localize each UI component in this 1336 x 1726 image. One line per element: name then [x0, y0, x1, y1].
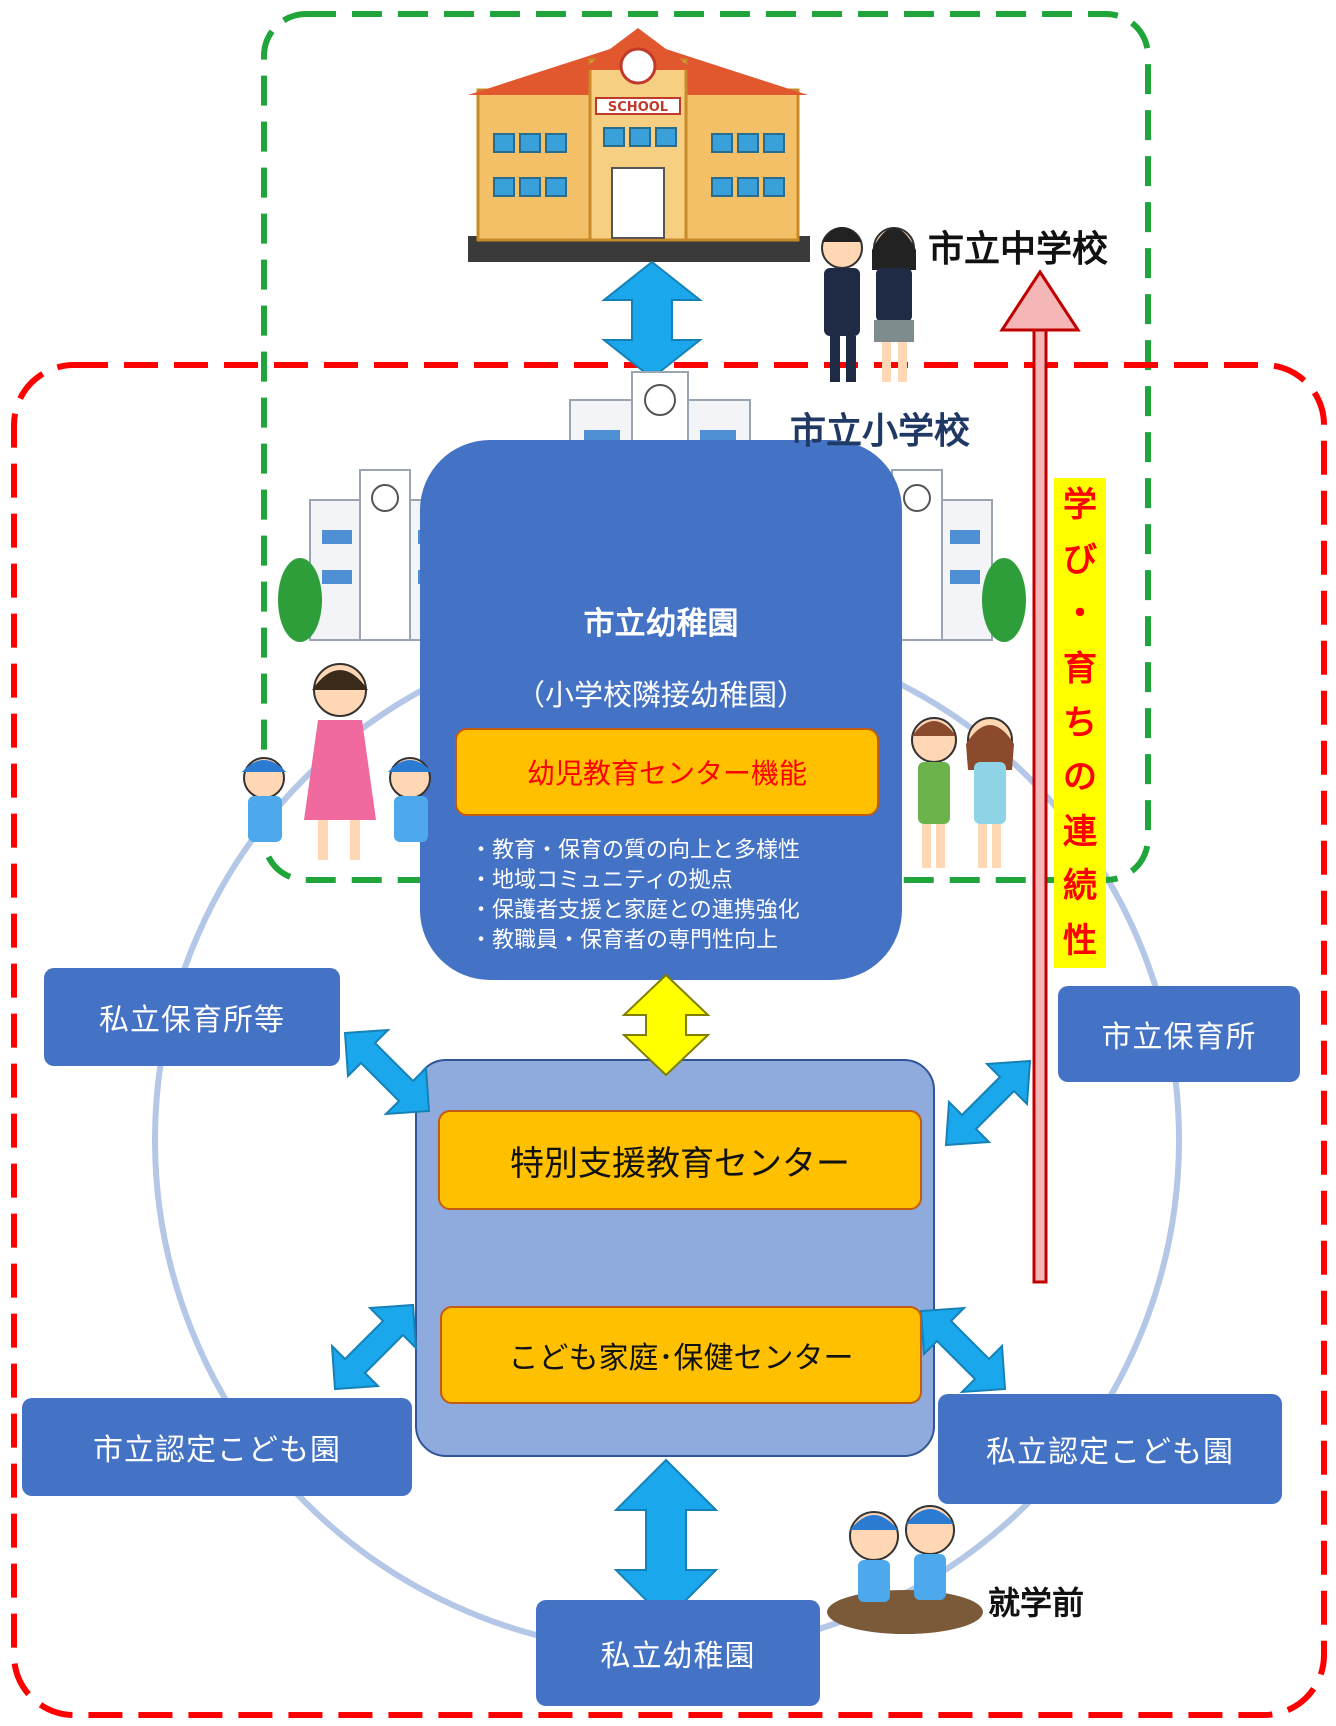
continuity-char: 育: [1063, 648, 1097, 689]
junior-high-students-illustration: [821, 227, 916, 382]
kindergarten-box: [420, 440, 902, 980]
arrow-private-kodomoen: [919, 1306, 1007, 1394]
bullet-item: ・教職員・保育者の専門性向上: [470, 928, 779, 953]
junior-elementary-arrow: [601, 260, 703, 380]
continuity-char: 続: [1063, 866, 1097, 907]
school-children-illustration: [911, 717, 1014, 868]
public-kodomoen-box: 市立認定こども園: [22, 1398, 412, 1496]
bullet-item: ・教育・保育の質の向上と多様性: [470, 838, 801, 863]
arrow-private-nursery: [343, 1028, 431, 1116]
private-nursery-box: 私立保育所等: [44, 968, 340, 1066]
preschool-label: 就学前: [988, 1584, 1085, 1622]
center-private-kindergarten-arrow: [613, 1458, 719, 1622]
continuity-char: ち: [1063, 702, 1097, 743]
bullet-item: ・保護者支援と家庭との連携強化: [470, 898, 800, 923]
continuity-char: ・: [1063, 594, 1097, 635]
private-kodomoen-box: 私立認定こども園: [938, 1394, 1282, 1504]
teacher-children-illustration: [242, 663, 432, 860]
continuity-label: 学 び ・ 育 ち の 連 続 性: [1054, 478, 1106, 968]
kindergarten-bullets: ・教育・保育の質の向上と多様性 ・地域コミュニティの拠点 ・保護者支援と家庭との…: [470, 836, 800, 956]
private-kindergarten-box: 私立幼稚園: [536, 1600, 820, 1706]
kindergarten-center-arrow: [621, 973, 711, 1077]
junior-high-frame: [261, 11, 1151, 883]
kindergarten-title: 市立幼稚園: [583, 606, 739, 642]
continuity-char: 連: [1063, 811, 1097, 852]
child-family-box: こども家庭･保健センター: [440, 1306, 922, 1404]
junior-high-school-illustration: SCHOOL: [468, 28, 810, 262]
arrow-public-nursery: [944, 1059, 1032, 1147]
continuity-char: の: [1063, 757, 1097, 798]
preschool-children-illustration: [827, 1505, 983, 1634]
continuity-arrow: [999, 269, 1081, 1284]
continuity-char: 性: [1063, 920, 1097, 961]
center-function-box: 幼児教育センター機能: [455, 728, 879, 816]
public-nursery-box: 市立保育所: [1058, 986, 1300, 1082]
special-support-box: 特別支援教育センター: [438, 1110, 922, 1210]
elementary-label: 市立小学校: [790, 411, 971, 452]
junior-high-label: 市立中学校: [928, 229, 1109, 270]
bullet-item: ・地域コミュニティの拠点: [470, 868, 733, 893]
kindergarten-subtitle: （小学校隣接幼稚園）: [515, 678, 806, 712]
school-sign-text: SCHOOL: [608, 100, 668, 115]
arrow-public-kodomoen: [330, 1303, 418, 1391]
continuity-char: 学: [1063, 485, 1097, 526]
elementary-frame: [11, 362, 1327, 1718]
continuity-char: び: [1063, 539, 1097, 580]
